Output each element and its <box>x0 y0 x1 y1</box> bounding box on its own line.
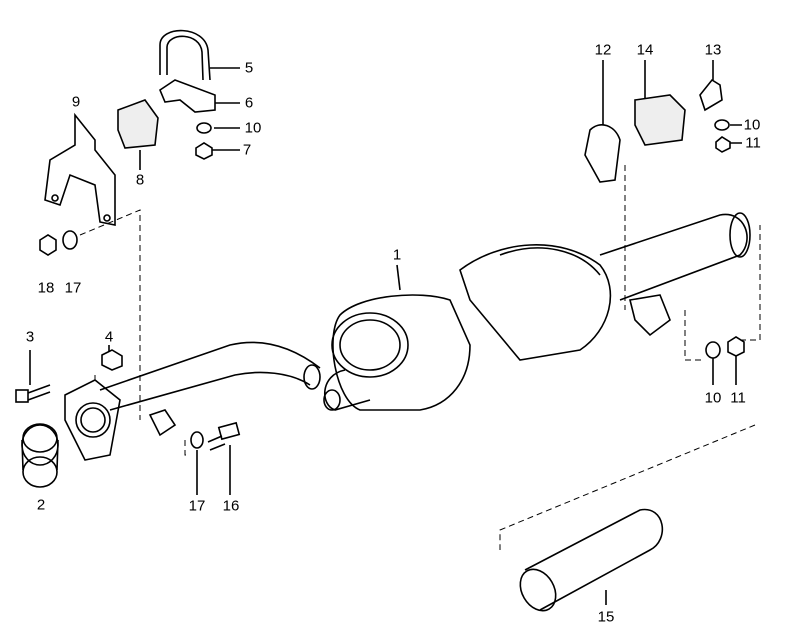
part-label-4: 4 <box>104 328 114 346</box>
part-label-1: 1 <box>392 246 402 264</box>
bracket-part-9 <box>44 112 116 226</box>
part-label-5: 5 <box>244 59 254 77</box>
tailpipe-part-15 <box>519 508 664 612</box>
rubber-mount-part-8 <box>117 99 159 149</box>
nut-part-18 <box>39 234 57 256</box>
part-label-15: 15 <box>597 608 615 626</box>
part-label-10: 10 <box>743 116 761 134</box>
leader-lines <box>79 165 761 550</box>
clamp-part-13 <box>699 78 723 112</box>
part-label-3: 3 <box>25 328 35 346</box>
part-label-2: 2 <box>36 496 46 514</box>
clamp-part-12 <box>584 124 621 183</box>
bolt-part-3 <box>15 350 51 403</box>
washer-part-17 <box>62 230 78 250</box>
part-label-12: 12 <box>594 41 612 59</box>
nut-part-4 <box>101 345 123 371</box>
clamp-part-6 <box>159 79 216 113</box>
part-label-11: 11 <box>745 134 761 152</box>
part-label-16: 16 <box>222 497 240 515</box>
part-label-13: 13 <box>704 41 722 59</box>
part-label-17: 17 <box>64 279 82 297</box>
part-label-9: 9 <box>71 93 81 111</box>
front-pipe <box>99 341 321 411</box>
gasket-ring-part-2 <box>21 423 59 488</box>
part-label-10: 10 <box>244 119 262 137</box>
part-label-8: 8 <box>135 171 145 189</box>
muffler-part-1 <box>323 212 751 411</box>
part-label-18: 18 <box>37 279 55 297</box>
part-label-6: 6 <box>244 94 254 112</box>
part-label-17: 17 <box>188 497 206 515</box>
flange-part <box>64 379 121 461</box>
part-label-11: 11 <box>730 389 746 407</box>
part-label-14: 14 <box>636 41 654 59</box>
part-label-10: 10 <box>704 389 722 407</box>
part-label-7: 7 <box>242 141 252 159</box>
u-bolt-part-5 <box>159 29 240 81</box>
rubber-mount-part-14 <box>634 94 686 146</box>
